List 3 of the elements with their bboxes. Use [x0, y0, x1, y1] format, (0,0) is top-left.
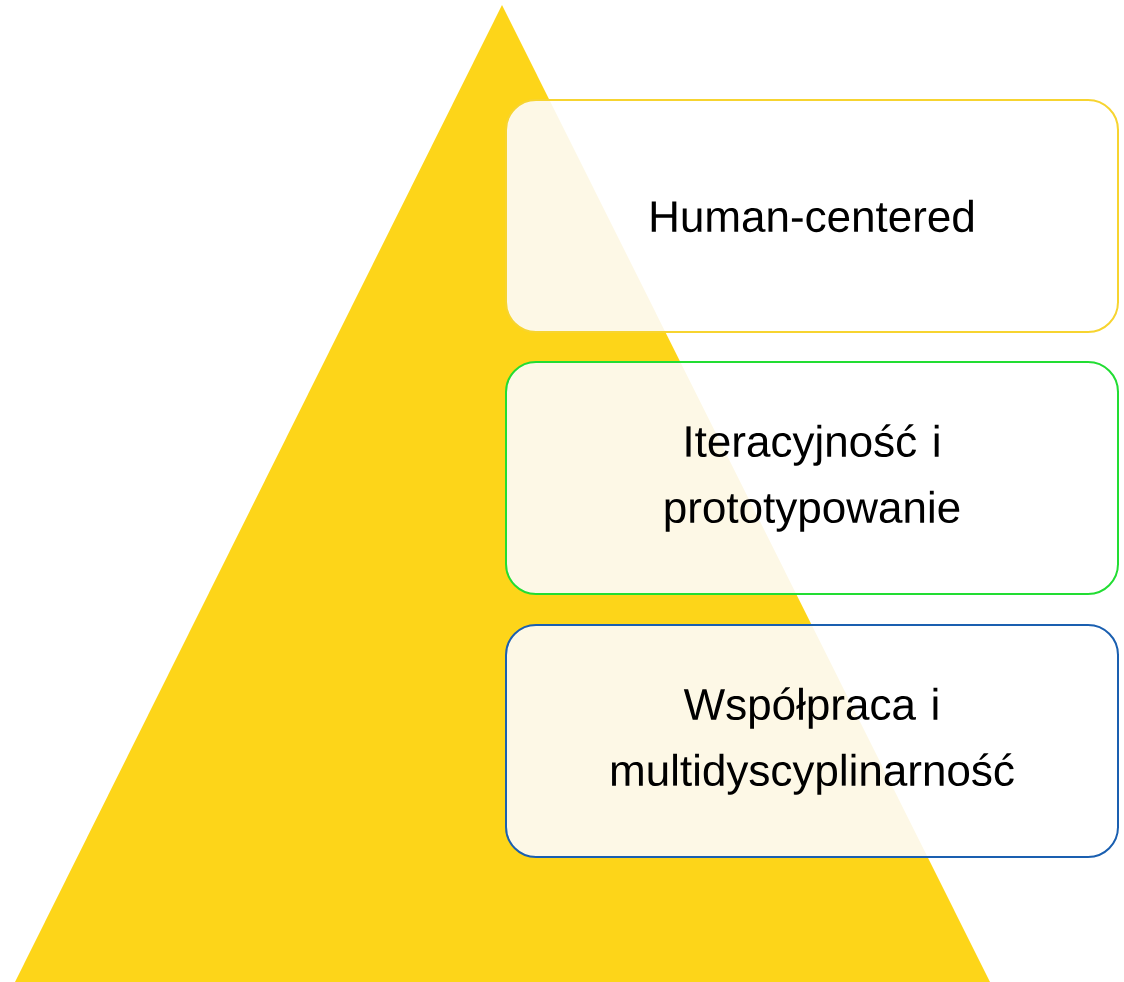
- text-box: Współpraca i multidyscyplinarność: [505, 624, 1119, 858]
- text-box: Iteracyjność i prototypowanie: [505, 361, 1119, 595]
- text-box: Human-centered: [505, 99, 1119, 333]
